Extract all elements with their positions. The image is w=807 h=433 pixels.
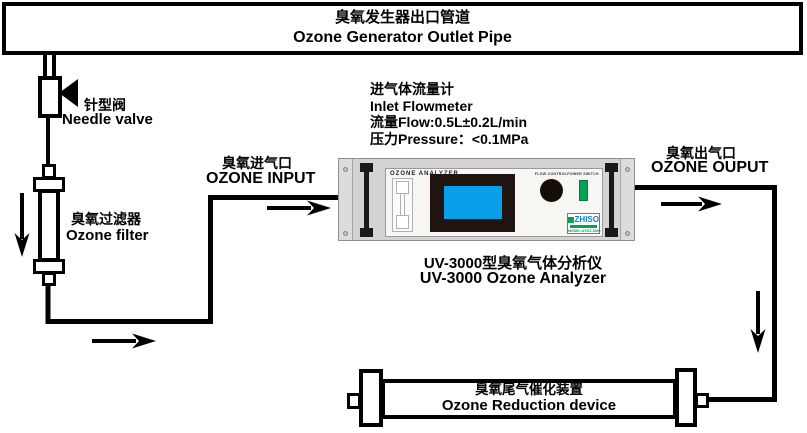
down-arrow-icon [14, 193, 30, 257]
pipe-analyzer-to-reduction [633, 185, 777, 402]
model-number: MODEL:UVOZ-3000 [568, 229, 601, 233]
right-arrow-icon [267, 200, 331, 216]
reduction-device-label-en: Ozone Reduction device [441, 397, 617, 415]
ozone-input-label-zh: 臭氧进气口 [222, 155, 292, 171]
rack-ear-left [339, 159, 353, 240]
screw-icon [625, 231, 630, 236]
reduction-stub-right [695, 393, 709, 408]
needle-valve-symbol [38, 76, 62, 118]
ozone-filter-symbol [38, 189, 60, 262]
valve-connector-stub [43, 53, 56, 78]
down-arrow-icon [750, 291, 766, 353]
right-arrow-icon [92, 333, 156, 349]
reduction-device-label-zh: 臭氧尾气催化装置 [475, 382, 583, 398]
brand-logo-icon [568, 216, 574, 223]
inlet-note-flow: 流量Flow:0.5L±0.2L/min [370, 114, 528, 130]
flow-control-knob [540, 179, 563, 202]
ozone-input-label-en: OZONE INPUT [206, 170, 316, 187]
analyzer-panel-title: OZONE ANALYZER [390, 171, 459, 177]
brand-bar [570, 225, 597, 228]
brand-badge: ZHISO MODEL:UVOZ-3000 [567, 213, 600, 234]
right-arrow-icon [661, 196, 722, 212]
screw-icon [343, 167, 348, 172]
ozone-filter-label-zh: 臭氧过滤器 [71, 211, 141, 227]
ozone-output-label-zh: 臭氧出气口 [666, 145, 736, 161]
analyzer-front-panel: OZONE ANALYZER FLOW CONTROL POWER SWITCH… [385, 168, 603, 237]
reduction-device-body: 臭氧尾气催化装置 Ozone Reduction device [381, 379, 677, 419]
rotameter [392, 178, 413, 232]
screw-icon [625, 167, 630, 172]
generator-outlet-pipe-label-en: Ozone Generator Outlet Pipe [293, 28, 512, 46]
generator-outlet-pipe-box: 臭氧发生器出口管道 Ozone Generator Outlet Pipe [2, 2, 803, 55]
valve-cone-icon [59, 79, 78, 107]
analyzer-caption-zh: UV-3000型臭氧气体分析仪 [423, 255, 603, 272]
rotameter-top [396, 181, 409, 194]
rotameter-float [396, 215, 409, 229]
pipe-filter-to-analyzer [45, 195, 340, 324]
generator-outlet-pipe-label-zh: 臭氧发生器出口管道 [334, 9, 470, 27]
power-switch-label: POWER SWITCH [567, 172, 599, 176]
uv3000-analyzer: OZONE ANALYZER FLOW CONTROL POWER SWITCH… [338, 158, 635, 241]
power-switch [579, 180, 588, 201]
rotameter-tube [400, 194, 405, 219]
inlet-note-title-en: Inlet Flowmeter [370, 97, 473, 114]
display-bezel [430, 174, 515, 232]
ozone-filter-label-en: Ozone filter [66, 227, 149, 244]
filter-cap-top [33, 177, 65, 192]
needle-valve-label-en: Needle valve [62, 111, 153, 128]
brand-name: ZHISO [574, 215, 599, 224]
ozone-output-label-en: OZONE OUPUT [651, 159, 769, 176]
inlet-note-title-zh: 进气体流量计 [370, 81, 454, 97]
rack-ear-right [620, 159, 634, 240]
screw-icon [343, 231, 348, 236]
reduction-cap-left [359, 369, 383, 427]
needle-valve-label-zh: 针型阀 [84, 97, 126, 113]
rack-handle-left [360, 163, 373, 237]
reduction-cap-right [675, 368, 697, 427]
filter-cap-bottom [33, 259, 65, 274]
filter-stub-bottom [42, 272, 56, 286]
inlet-note-pressure: 压力Pressure：<0.1MPa [370, 130, 529, 147]
analyzer-caption-en: UV-3000 Ozone Analyzer [419, 270, 607, 287]
inlet-flowmeter-note: 进气体流量计 Inlet Flowmeter 流量Flow:0.5L±0.2L/… [370, 81, 528, 147]
flow-control-label: FLOW CONTROL [534, 172, 568, 176]
rack-handle-right [605, 163, 618, 237]
lcd-screen [444, 186, 502, 219]
